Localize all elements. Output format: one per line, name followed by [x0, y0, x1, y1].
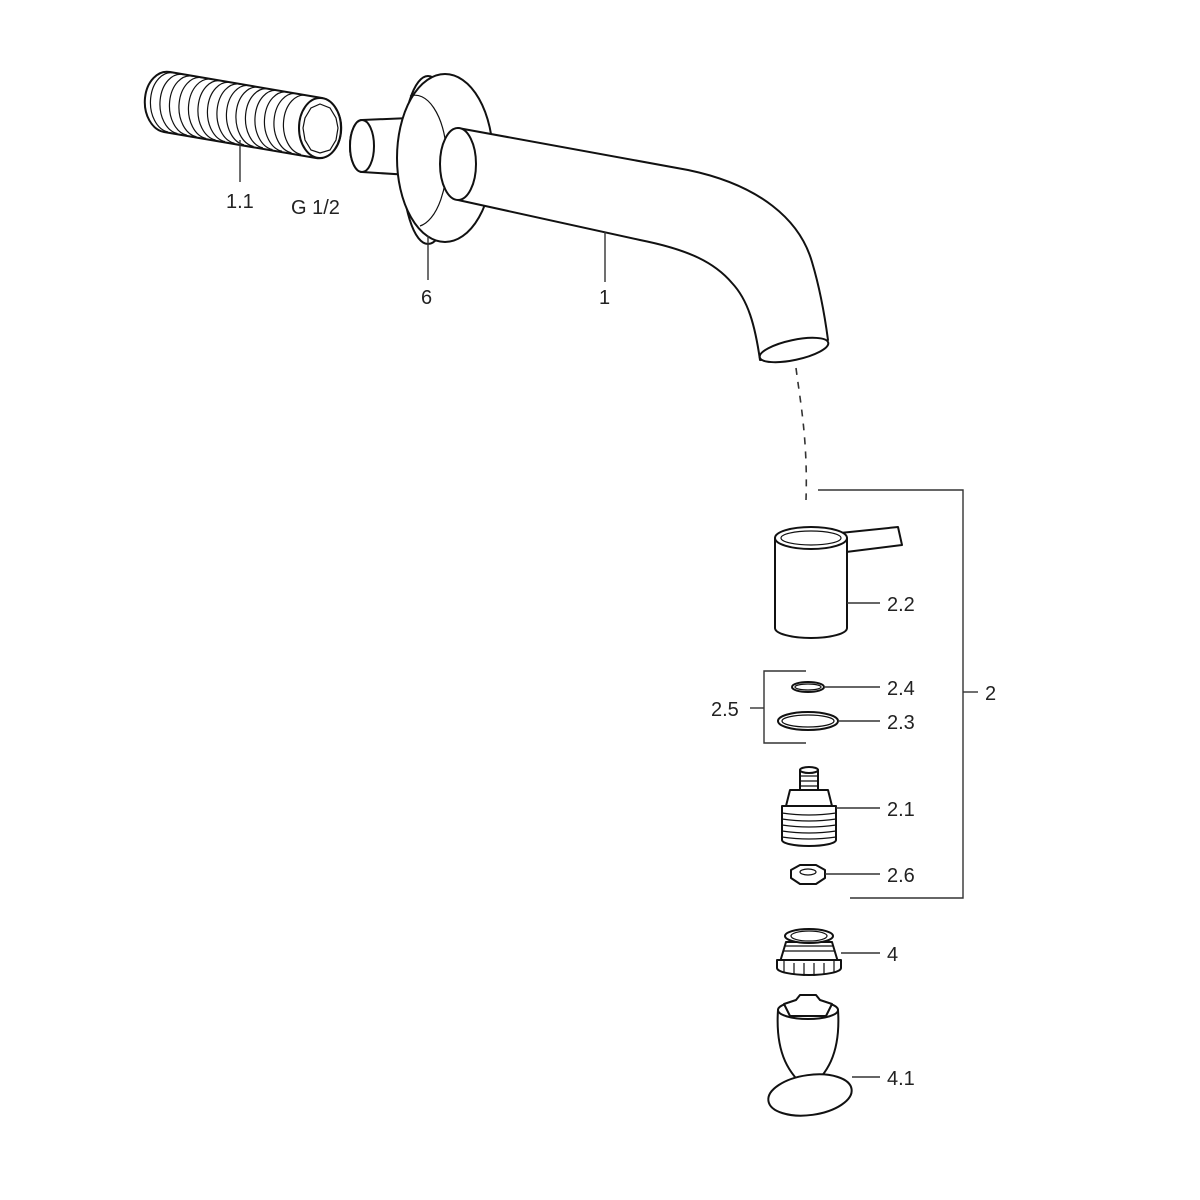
label-1: 1: [599, 287, 610, 309]
label-2: 2: [985, 683, 996, 705]
label-2-4: 2.4: [887, 678, 915, 700]
spout: [439, 127, 830, 364]
label-g-1-2: G 1/2: [291, 197, 340, 219]
aerator-key: [767, 994, 853, 1117]
leader-lines: [239, 140, 978, 1078]
label-2-3: 2.3: [887, 712, 915, 734]
assembly-axis-line: [795, 367, 808, 501]
valve-cartridge: [781, 766, 837, 847]
label-4-1: 4.1: [887, 1068, 915, 1090]
label-2-1: 2.1: [887, 799, 915, 821]
large-o-ring: [777, 711, 839, 731]
label-2-5: 2.5: [711, 699, 739, 721]
threaded-extension-sleeve: [143, 70, 343, 160]
label-4: 4: [887, 944, 898, 966]
label-2-2: 2.2: [887, 594, 915, 616]
label-6: 6: [421, 287, 432, 309]
lever-handle: [774, 526, 903, 639]
small-o-ring: [791, 681, 825, 693]
hex-nut: [790, 864, 826, 885]
aerator: [776, 928, 842, 976]
label-2-6: 2.6: [887, 865, 915, 887]
label-1-1: 1.1: [226, 191, 254, 213]
